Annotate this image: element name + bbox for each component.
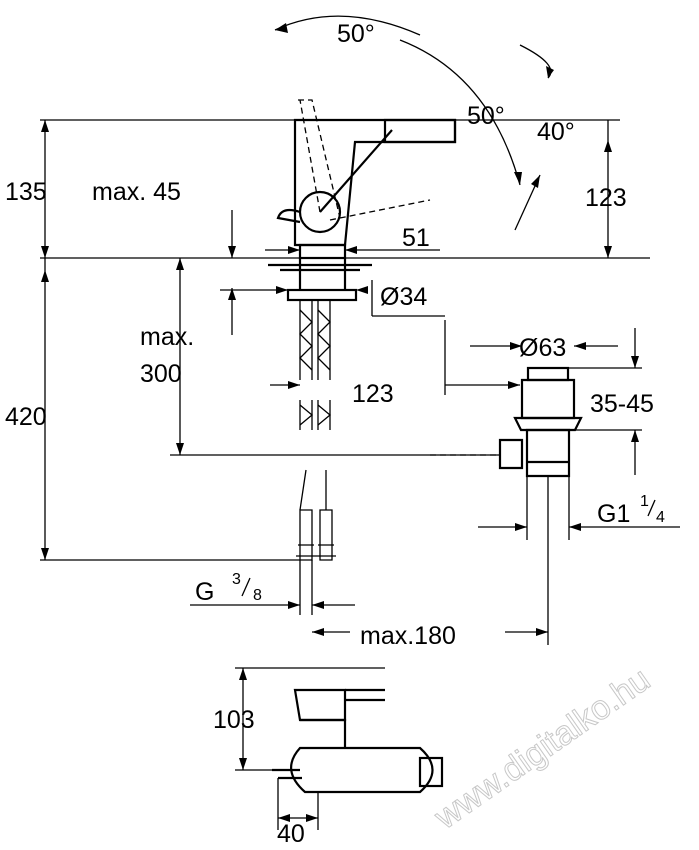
- label-dia-34: Ø34: [380, 283, 427, 311]
- label-width-40: 40: [277, 820, 305, 848]
- waste-body: [520, 378, 576, 420]
- label-height-135: 135: [5, 178, 47, 206]
- label-g38-main: G: [195, 578, 214, 606]
- lever-tip: [276, 208, 301, 224]
- label-max-180: max.180: [360, 622, 456, 650]
- dimension-lines: [40, 15, 680, 830]
- label-height-103: 103: [213, 706, 255, 734]
- label-g1-num: 1: [640, 493, 649, 510]
- lever-dashed-right: [329, 199, 431, 221]
- label-height-420: 420: [5, 403, 47, 431]
- angle-arc-mid: [399, 39, 521, 186]
- label-max-word: max.: [140, 323, 194, 351]
- top-view-body: [290, 746, 434, 794]
- supply-hoses: [296, 300, 336, 561]
- lever-dashed-top: [299, 99, 321, 213]
- angle-arc-top: [274, 15, 421, 36]
- lever-dashed-outline: [298, 99, 341, 219]
- spout-nozzle: [383, 118, 457, 144]
- label-width-51: 51: [402, 224, 430, 252]
- fixing-plate: [286, 288, 358, 302]
- label-max-45: max. 45: [92, 178, 181, 206]
- faucet-side-view: [40, 99, 650, 561]
- angle-arc-right: [519, 44, 552, 79]
- lever-upright: [319, 129, 393, 213]
- label-angle-mid: 50°: [467, 102, 505, 130]
- label-g38-den: 8: [253, 587, 262, 604]
- base-flange: [298, 243, 347, 260]
- label-g38-num: 3: [232, 571, 241, 588]
- dimension-labels: 50° 50° 40° 135 max. 45 123 51 Ø34 max. …: [5, 20, 665, 848]
- label-height-123-right: 123: [585, 184, 627, 212]
- label-range-35-45: 35-45: [590, 390, 654, 418]
- waste-tail: [525, 428, 571, 478]
- top-view-head: [293, 688, 347, 722]
- label-angle-top: 50°: [337, 20, 375, 48]
- label-dia-63: Ø63: [519, 334, 566, 362]
- label-max-300: 300: [140, 360, 182, 388]
- faucet-top-view: [272, 688, 444, 794]
- waste-cap: [526, 366, 570, 382]
- watermark-text: www.digitalko.hu: [427, 660, 657, 837]
- faucet-body: [293, 118, 457, 247]
- fixing-nut: [268, 258, 372, 290]
- label-dist-123: 123: [352, 380, 394, 408]
- waste-side-nut: [498, 438, 524, 470]
- label-angle-right: 40°: [537, 118, 575, 146]
- waste-nut: [513, 416, 583, 432]
- label-g1-den: 4: [656, 509, 665, 526]
- top-view-spout: [418, 756, 444, 788]
- label-g1-main: G1: [597, 500, 630, 528]
